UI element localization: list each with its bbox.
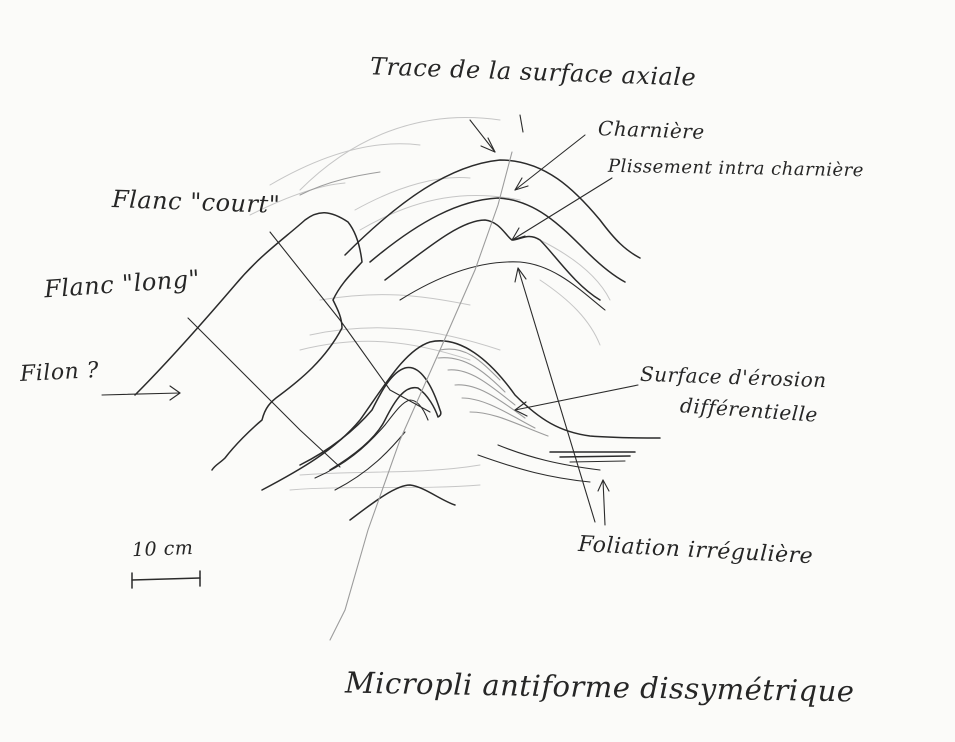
axial-arrow bbox=[470, 115, 523, 152]
short-limb-label: Flanc "court" bbox=[112, 185, 281, 219]
foliation-marks bbox=[550, 452, 635, 462]
erosion-hatching bbox=[438, 349, 548, 436]
upper-fold-layers bbox=[345, 160, 640, 310]
hinge-label: Charnière bbox=[598, 116, 705, 144]
long-limb-guide bbox=[188, 318, 340, 467]
lower-fold-layers bbox=[262, 341, 660, 520]
scale-label: 10 cm bbox=[132, 537, 194, 561]
vein-outline bbox=[135, 213, 362, 470]
foliation-arrows bbox=[515, 268, 609, 525]
vein-label: Filon ? bbox=[19, 358, 99, 387]
scale-bar bbox=[132, 571, 200, 588]
intra-hinge-arrow bbox=[512, 178, 612, 240]
axial-trace-line bbox=[300, 152, 512, 640]
intra-hinge-folding-label: Plissement intra charnière bbox=[608, 156, 864, 181]
hinge-arrow bbox=[515, 135, 585, 190]
